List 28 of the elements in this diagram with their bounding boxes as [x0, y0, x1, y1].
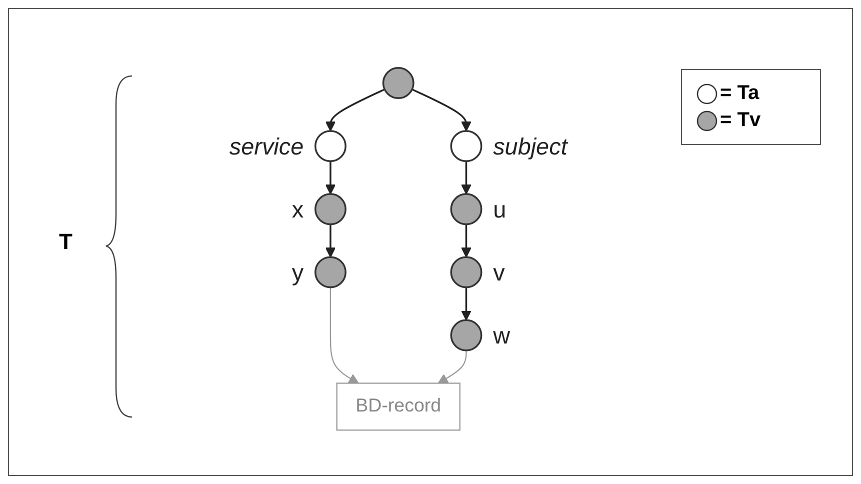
node-caption: subject [493, 133, 568, 160]
legend-label: = Tv [720, 109, 761, 132]
circle-node [314, 130, 346, 162]
arrow [325, 161, 336, 194]
legend-label: = Ta [720, 82, 760, 105]
node-caption: v [493, 259, 505, 286]
arrow [330, 287, 359, 384]
arrow [461, 287, 472, 321]
arrow [325, 88, 386, 132]
arrow [412, 88, 472, 132]
circle-node [314, 256, 346, 288]
node-caption: y [292, 259, 304, 286]
arrow [438, 350, 467, 384]
arrow [325, 224, 336, 258]
circle-node [382, 67, 414, 99]
arrow [461, 224, 472, 258]
arrow [461, 161, 472, 194]
circle-node [450, 130, 482, 162]
node-caption: x [292, 196, 304, 222]
circle-node [314, 193, 346, 226]
circle-node [450, 319, 482, 352]
node-caption: u [493, 196, 506, 222]
record-box: BD-record [336, 382, 460, 431]
circle-node [450, 193, 482, 226]
circle-node [450, 256, 482, 288]
node-caption: w [493, 322, 510, 348]
group-label: T [59, 229, 72, 255]
node-caption: service [229, 133, 304, 160]
